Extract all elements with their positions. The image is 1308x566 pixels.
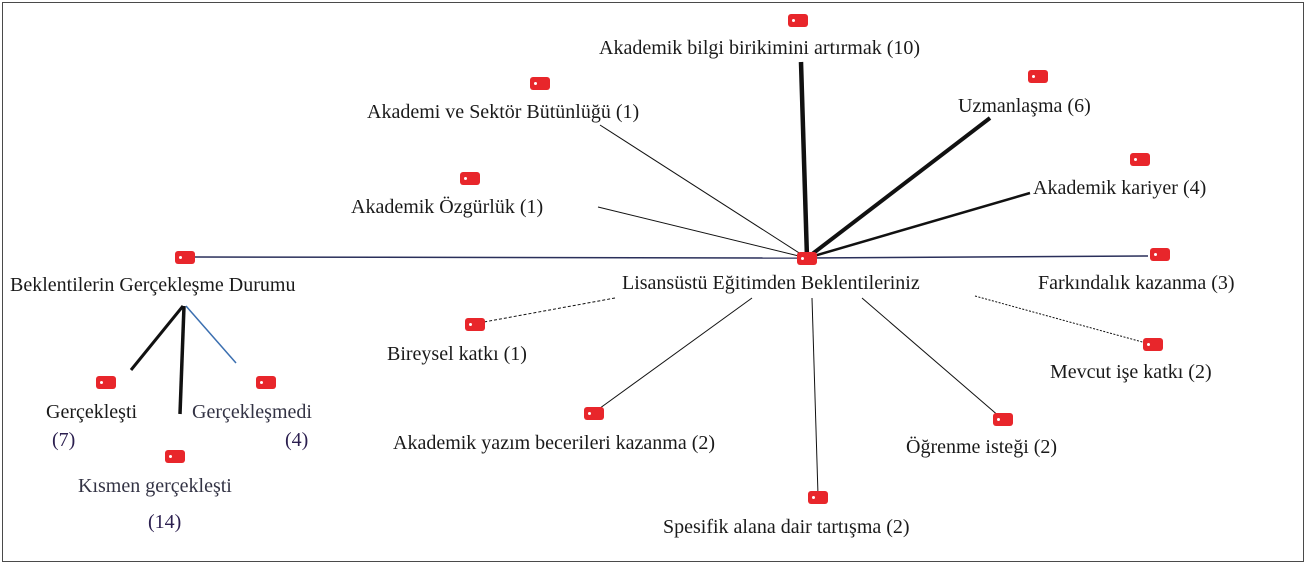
node-label-farkindalik: Farkındalık kazanma (3) [1038, 272, 1235, 294]
tag-icon [530, 77, 550, 90]
tag-icon [993, 413, 1013, 426]
not-realized-label: Gerçekleşmedi [192, 401, 312, 423]
edge-partially-realized [178, 305, 186, 415]
tag-icon [1028, 70, 1048, 83]
node-label-akademik-kariyer: Akademik kariyer (4) [1033, 177, 1207, 199]
realization-tag-icon [175, 251, 195, 264]
edge-akademik-ozgurluk [597, 206, 808, 259]
realization-node-label: Beklentilerin Gerçekleşme Durumu [10, 274, 296, 296]
node-label-akademi-sektor: Akademi ve Sektör Bütünlüğü (1) [367, 101, 640, 123]
edge-farkindalik [806, 255, 1149, 259]
tag-icon [1150, 248, 1170, 261]
tag-icon [1143, 338, 1163, 351]
node-label-akademik-yazim: Akademik yazım becerileri kazanma (2) [393, 432, 716, 454]
edge-uzmanlasma [805, 116, 992, 260]
realized-count: (7) [52, 429, 76, 451]
tag-icon [808, 491, 828, 504]
edge-mevcut-ise-katki [974, 295, 1147, 344]
edge-not-realized [185, 305, 237, 364]
tag-icon [460, 172, 480, 185]
node-label-mevcut-ise-katki: Mevcut işe katkı (2) [1050, 361, 1212, 383]
node-label-ogrenme-istegi: Öğrenme isteği (2) [906, 436, 1058, 458]
edge-akademik-kariyer [806, 191, 1031, 260]
edge-akademik-bilgi [798, 61, 810, 259]
edge-realization [194, 256, 798, 259]
realized-label: Gerçekleşti [46, 401, 138, 423]
tag-icon [788, 14, 808, 27]
node-label-uzmanlasma: Uzmanlaşma (6) [958, 95, 1091, 117]
tag-icon [256, 376, 276, 389]
edge-bireysel-katki [483, 297, 616, 323]
tag-icon [584, 407, 604, 420]
edges [129, 61, 1149, 496]
edge-akademik-yazim [595, 297, 753, 412]
not-realized-count: (4) [285, 429, 309, 451]
edge-akademi-sektor [599, 124, 808, 259]
partially-realized-count: (14) [148, 511, 182, 533]
tag-icon [465, 318, 485, 331]
node-label-akademik-bilgi: Akademik bilgi birikimini artırmak (10) [599, 37, 921, 59]
center-tag-icon [797, 252, 817, 265]
edge-realized [129, 305, 185, 371]
partially-realized-label: Kısmen gerçekleşti [78, 475, 232, 497]
node-label-spesifik-alan: Spesifik alana dair tartışma (2) [663, 516, 910, 538]
center-node-label: Lisansüstü Eğitimden Beklentileriniz [622, 272, 920, 294]
edge-ogrenme-istegi [861, 297, 1001, 418]
edge-spesifik-alan [811, 297, 819, 496]
node-label-bireysel-katki: Bireysel katkı (1) [387, 343, 527, 365]
tag-icon [1130, 153, 1150, 166]
node-label-akademik-ozgurluk: Akademik Özgürlük (1) [351, 196, 544, 218]
tag-icon [96, 376, 116, 389]
tag-icon [165, 450, 185, 463]
